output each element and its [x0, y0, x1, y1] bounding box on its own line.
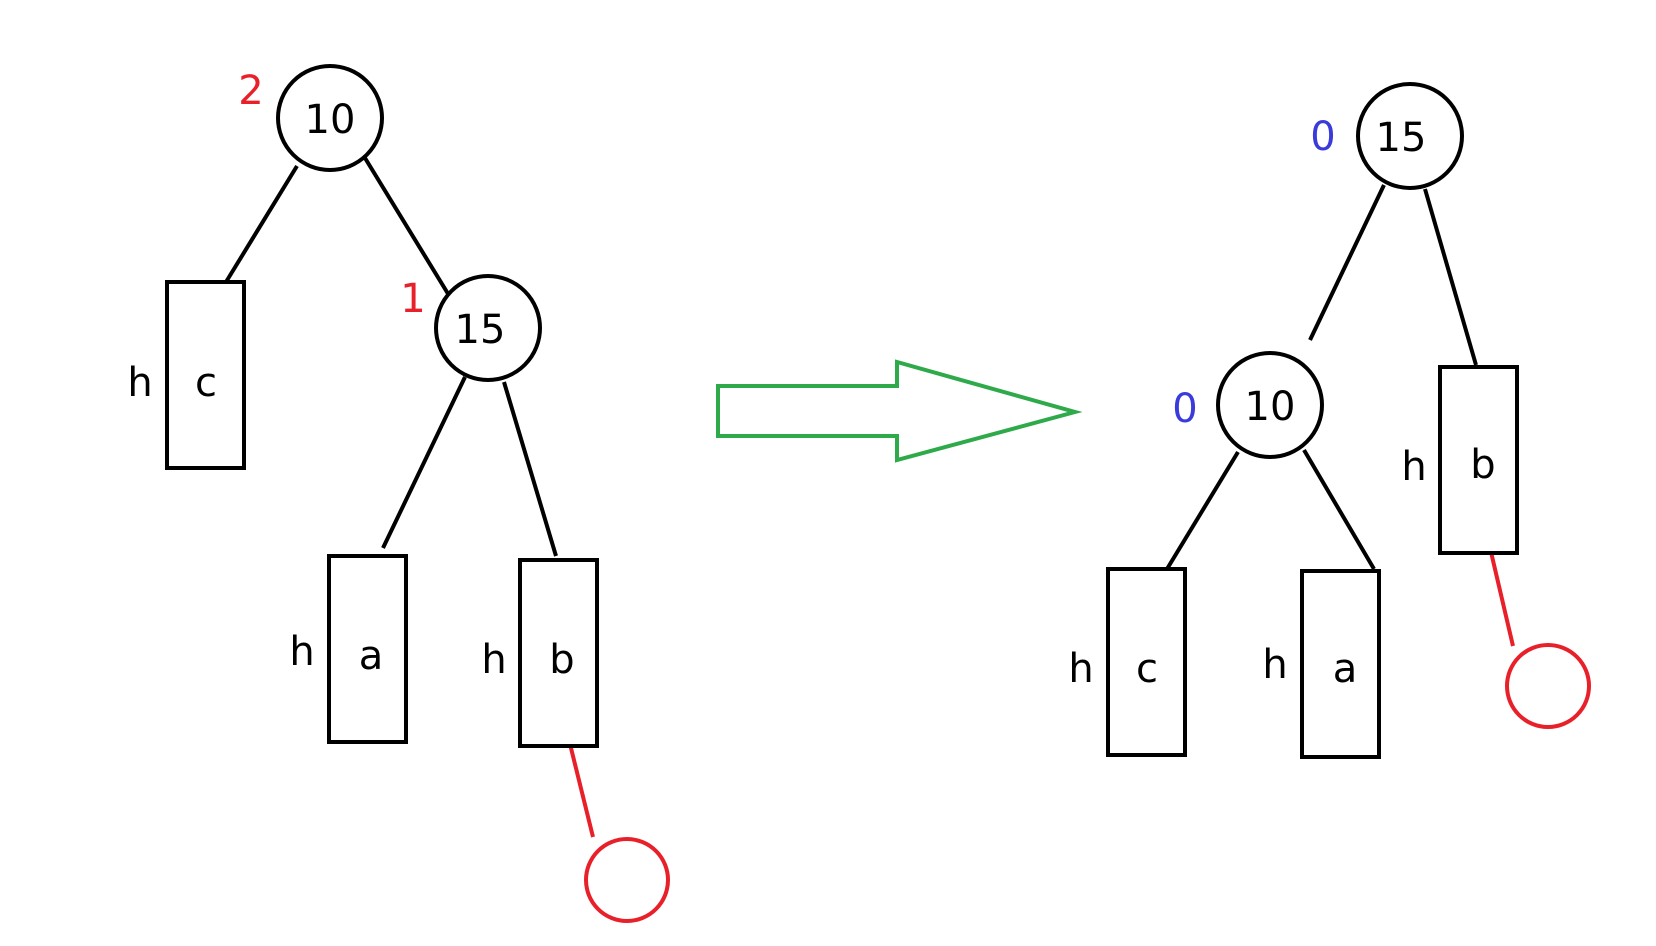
edge-10-to-a [1302, 448, 1376, 571]
subtree-label: a [359, 633, 384, 679]
edge-10-to-c [224, 164, 299, 284]
balance-factor-root-before: 2 [238, 68, 263, 114]
subtree-height: h [289, 629, 314, 675]
node-child-after: 10 [1216, 351, 1324, 459]
node-root-before: 10 [276, 64, 384, 172]
inserted-node-before [584, 837, 670, 923]
after-tree: 15 0 10 0 c h a h b h [1068, 82, 1591, 759]
subtree-height: h [481, 637, 506, 683]
edge-10-to-15 [363, 156, 452, 299]
balance-factor-child-after: 0 [1172, 386, 1197, 432]
balance-factor-child-before: 1 [400, 276, 425, 322]
subtree-height: h [1401, 444, 1426, 490]
subtree-label: b [549, 637, 574, 683]
subtree-label: c [1136, 646, 1158, 692]
subtree-label: b [1470, 442, 1495, 488]
subtree-b-after: b h [1401, 365, 1519, 555]
subtree-c-before: c h [127, 280, 246, 470]
subtree-a-after: a h [1262, 569, 1381, 759]
subtree-b-before: b h [481, 558, 599, 748]
node-root-after: 15 [1356, 82, 1464, 190]
subtree-height: h [127, 360, 152, 406]
subtree-c-after: c h [1068, 567, 1187, 757]
subtree-label: a [1333, 646, 1358, 692]
inserted-node-after [1505, 643, 1591, 729]
node-child-before: 15 [434, 274, 542, 382]
node-key: 15 [1376, 115, 1427, 161]
rotation-arrow [716, 359, 1083, 463]
balance-factor-root-after: 0 [1310, 114, 1335, 160]
edge-b-to-new-node [568, 743, 595, 838]
subtree-label: c [195, 360, 217, 406]
edge-15-to-a [381, 376, 467, 549]
edge-15-to-10 [1308, 184, 1386, 341]
edge-15-to-b [1423, 188, 1478, 366]
edge-10-to-c [1165, 450, 1240, 571]
node-key: 15 [455, 307, 506, 353]
subtree-a-before: a h [289, 554, 408, 744]
edge-15-to-b [502, 381, 558, 557]
subtree-height: h [1068, 646, 1093, 692]
node-key: 10 [305, 97, 356, 143]
subtree-height: h [1262, 642, 1287, 688]
node-key: 10 [1245, 384, 1296, 430]
before-tree: 10 2 15 1 c h a h b h [127, 64, 670, 923]
edge-b-to-new-node [1489, 551, 1515, 647]
